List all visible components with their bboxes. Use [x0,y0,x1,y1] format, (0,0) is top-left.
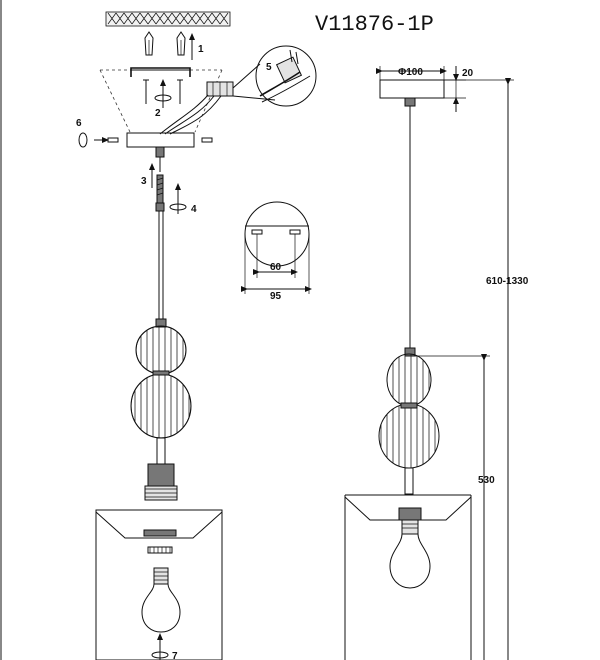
step-5-label: 5 [266,62,272,73]
step-7-label: 7 [172,651,178,660]
mounting-bracket [130,67,191,77]
step-1-label: 1 [198,44,204,55]
step-2-label: 2 [155,108,161,119]
terminal-block [159,81,234,135]
screws-step-2 [143,79,183,108]
lamp-shade-left [95,509,223,660]
total-height-dim: 610-1330 [486,276,529,287]
model-title: V11876-1P [315,12,434,37]
bracket-outer-dim: 95 [270,291,282,302]
step-7-arrow [151,633,169,660]
canopy-plate [126,132,195,172]
step-4-label: 4 [191,204,197,215]
lamp-shade-right [344,494,472,660]
height-dimensions [415,78,514,660]
detail-circle-wiring [232,45,317,107]
side-screws-step-6 [78,132,213,148]
canopy-diameter-dim: Φ100 [398,67,423,78]
glass-balls-left [130,325,192,439]
suspension-rod-left [158,210,164,320]
step-6-label: 6 [76,118,82,129]
bulb-left [141,546,181,633]
threaded-rod [149,163,187,214]
bracket-detail [241,201,312,294]
glass-balls-right [378,353,440,495]
canopy-height-dim: 20 [462,68,474,79]
wall-anchors [144,31,186,56]
body-height-dim: 530 [478,475,495,486]
socket-holder-left [144,437,178,501]
canopy-right [376,66,466,112]
step-3-label: 3 [141,176,147,187]
ceiling [105,11,231,27]
bracket-inner-dim: 60 [270,262,282,273]
